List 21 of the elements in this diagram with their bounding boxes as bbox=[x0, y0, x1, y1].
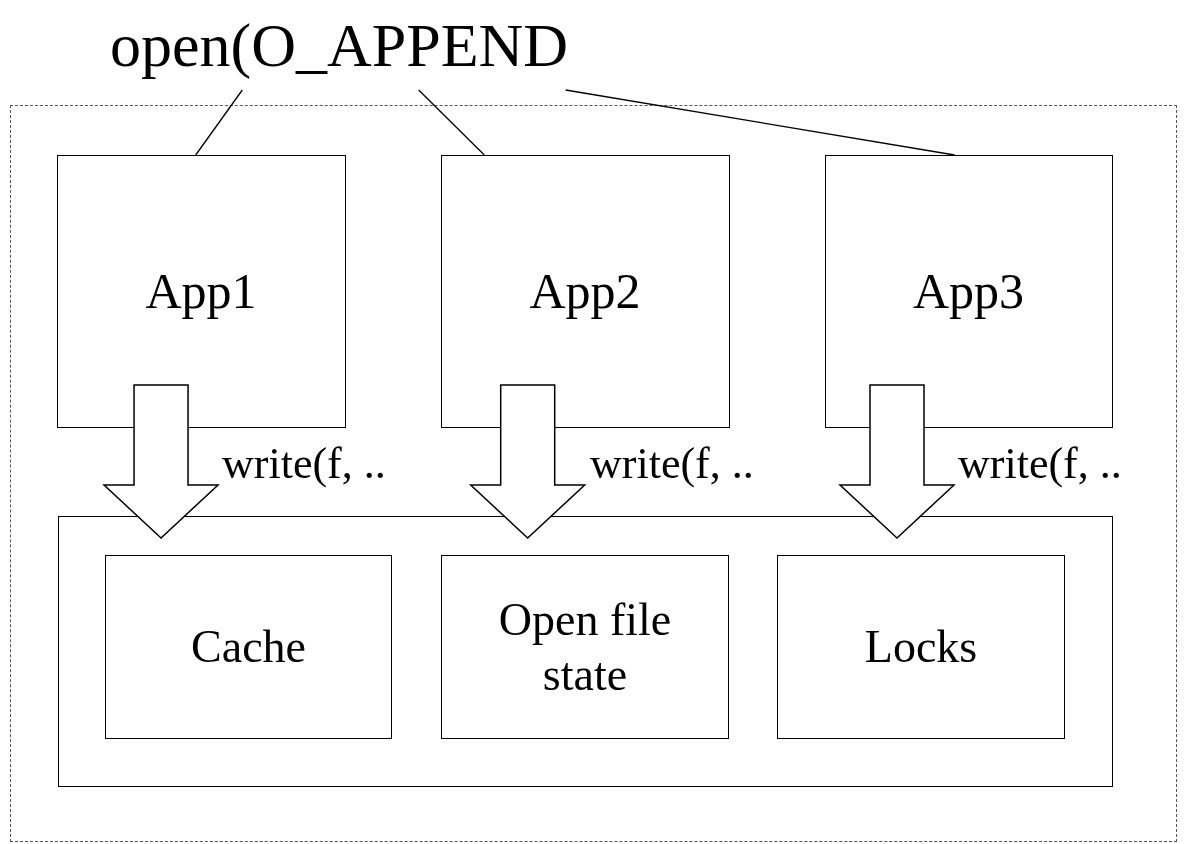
leader-line bbox=[195, 89, 243, 156]
process-box bbox=[824, 154, 1113, 428]
box-label: Open file state bbox=[497, 592, 673, 702]
call-label: open(O_APPEND bbox=[110, 9, 569, 81]
box-label: App3 bbox=[912, 262, 1025, 321]
box-label: Locks bbox=[864, 620, 978, 675]
box-label: Cache bbox=[191, 620, 306, 675]
block-arrow bbox=[838, 384, 956, 540]
leader-line bbox=[565, 89, 956, 156]
box-label: App1 bbox=[145, 262, 257, 321]
dashed-boundary-box-outline bbox=[10, 105, 1177, 842]
leader-line bbox=[418, 89, 485, 156]
process-box bbox=[441, 555, 729, 739]
process-box bbox=[105, 555, 392, 739]
block-arrow bbox=[468, 384, 587, 540]
block-arrow bbox=[102, 384, 220, 540]
process-box bbox=[440, 154, 730, 428]
process-box bbox=[777, 555, 1065, 739]
box-label: App2 bbox=[529, 262, 641, 321]
box-outline bbox=[57, 515, 1113, 787]
process-box bbox=[56, 154, 346, 428]
